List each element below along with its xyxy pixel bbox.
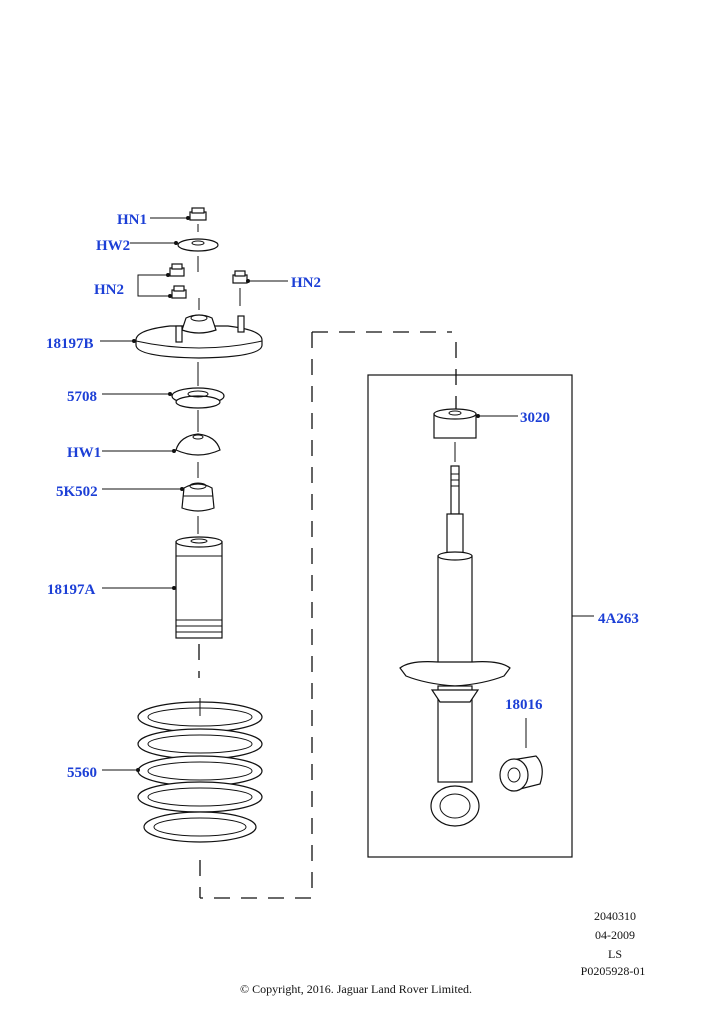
callout-hw2[interactable]: HW2 [96, 238, 130, 254]
callout-hw1[interactable]: HW1 [67, 445, 101, 461]
bump-stop-5k502-part [181, 482, 215, 534]
diagram-code: 2040310 [594, 909, 636, 923]
coil-spring-5560-part [137, 698, 263, 843]
diagram-date: 04-2009 [595, 928, 635, 942]
dust-boot-18197a-part [175, 536, 223, 678]
copyright-notice: © Copyright, 2016. Jaguar Land Rover Lim… [240, 982, 472, 996]
top-mount-18197b-part [135, 298, 263, 359]
callout-5560[interactable]: 5560 [67, 765, 97, 781]
nut-hn2-left-part [169, 263, 187, 299]
callout-3020[interactable]: 3020 [520, 410, 550, 426]
diagram-market: LS [608, 947, 622, 961]
callout-4a263[interactable]: 4A263 [598, 611, 639, 627]
callout-18197a[interactable]: 18197A [47, 582, 96, 598]
washer-hw1-part [175, 433, 221, 478]
callout-hn2-right[interactable]: HN2 [291, 275, 321, 291]
leader-lines [100, 216, 594, 772]
upper-bush-3020-part [433, 408, 477, 462]
callout-5k502[interactable]: 5K502 [56, 484, 98, 500]
seat-5708-part [171, 362, 225, 432]
callout-5708[interactable]: 5708 [67, 389, 97, 405]
washer-hw2-part [177, 238, 219, 272]
diagram-reference: P0205928-01 [581, 964, 646, 978]
assembly-dashed-outline [199, 331, 457, 899]
callout-18016[interactable]: 18016 [505, 697, 543, 713]
nut-hn2-right-part [232, 270, 248, 306]
callout-18197b[interactable]: 18197B [46, 336, 94, 352]
callout-hn1[interactable]: HN1 [117, 212, 147, 228]
nut-hn1-part [189, 207, 207, 232]
damper-4a263-part [399, 465, 511, 827]
callout-hn2-left[interactable]: HN2 [94, 282, 124, 298]
bush-18016-part [499, 718, 543, 792]
